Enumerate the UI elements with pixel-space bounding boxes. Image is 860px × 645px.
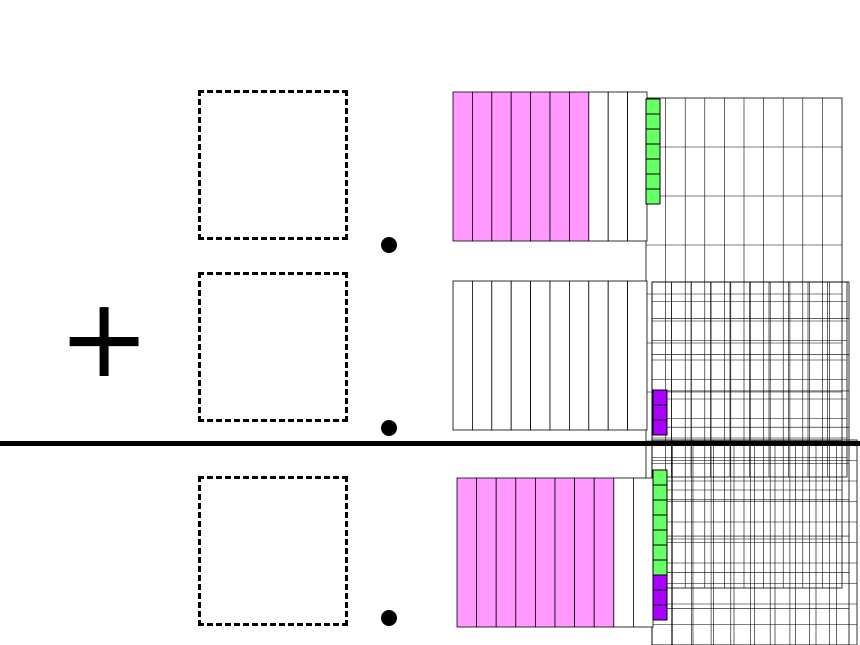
tenth-strip <box>510 280 532 431</box>
tenth-strip-shaded <box>530 91 551 242</box>
tenth-strip <box>588 280 609 431</box>
tenth-strip-shaded <box>495 477 517 628</box>
hundredth-square <box>652 389 668 406</box>
hundredth-square <box>652 604 668 621</box>
tenth-strip <box>627 91 648 242</box>
tenth-strip-shaded <box>515 477 536 628</box>
hundredths-grid <box>645 97 843 589</box>
tenth-strip <box>588 91 609 242</box>
tenth-strip <box>569 280 590 431</box>
hundredth-square <box>645 188 661 205</box>
hundredth-square <box>645 173 661 190</box>
tenth-strip-shaded <box>554 477 576 628</box>
tenth-strip-shaded <box>452 91 473 242</box>
tenth-strip <box>530 280 551 431</box>
hundredth-square <box>652 589 668 606</box>
decimal-point <box>381 420 397 436</box>
tenth-strip-shaded <box>535 477 556 628</box>
hundredth-square <box>652 529 668 546</box>
hundredth-square <box>652 469 668 486</box>
tenth-strip-shaded <box>574 477 595 628</box>
first-addend-hundredths <box>645 98 661 205</box>
tenths-strips <box>452 91 654 628</box>
hundredth-square <box>645 98 661 115</box>
hundredth-square <box>652 514 668 531</box>
tenth-strip <box>613 477 634 628</box>
sum-tenths-block <box>456 477 654 628</box>
answer-box-first-addend[interactable] <box>198 90 348 240</box>
hundredths-grid <box>651 439 858 645</box>
sum-line <box>0 441 860 446</box>
hundredths-columns <box>645 98 668 621</box>
tenth-strip-shaded <box>549 91 570 242</box>
hundredth-square <box>652 404 668 421</box>
sum-hundredths-green <box>652 469 668 576</box>
tenth-strip <box>633 477 654 628</box>
tenth-strip-shaded <box>491 91 512 242</box>
tenth-strip <box>452 280 473 431</box>
tenth-strip <box>471 280 493 431</box>
tenth-strip-shaded <box>569 91 590 242</box>
hundredth-square <box>645 113 661 130</box>
tenth-strip-shaded <box>456 477 478 628</box>
tenth-strip-shaded <box>593 477 615 628</box>
tenth-strip-shaded <box>471 91 493 242</box>
hundredth-square <box>652 499 668 516</box>
hundredth-square <box>652 419 668 436</box>
answer-box-sum[interactable] <box>198 476 348 626</box>
second-addend-tenths-block <box>452 280 648 431</box>
decimal-point <box>381 237 397 253</box>
first-addend-tenths-block <box>452 91 648 242</box>
hundredth-square <box>652 574 668 591</box>
hundredth-square <box>652 484 668 501</box>
tenth-strip <box>491 280 512 431</box>
background-hundredths-grids <box>645 97 858 645</box>
tenth-strip <box>607 280 629 431</box>
hundredth-square <box>645 158 661 175</box>
second-addend-hundredths <box>652 389 668 436</box>
tenth-strip-shaded <box>476 477 497 628</box>
hundredths-grid <box>651 281 850 645</box>
tenth-strip <box>549 280 570 431</box>
hundredths-grid <box>651 281 848 478</box>
hundredth-square <box>652 559 668 576</box>
tenth-strip <box>607 91 629 242</box>
hundredth-square <box>645 143 661 160</box>
tenth-strip-shaded <box>510 91 532 242</box>
hundredth-square <box>645 128 661 145</box>
answer-box-second-addend[interactable] <box>198 272 348 422</box>
tenth-strip <box>627 280 648 431</box>
sum-hundredths-purple <box>652 574 668 621</box>
hundredth-square <box>652 544 668 561</box>
decimal-point <box>381 610 397 626</box>
